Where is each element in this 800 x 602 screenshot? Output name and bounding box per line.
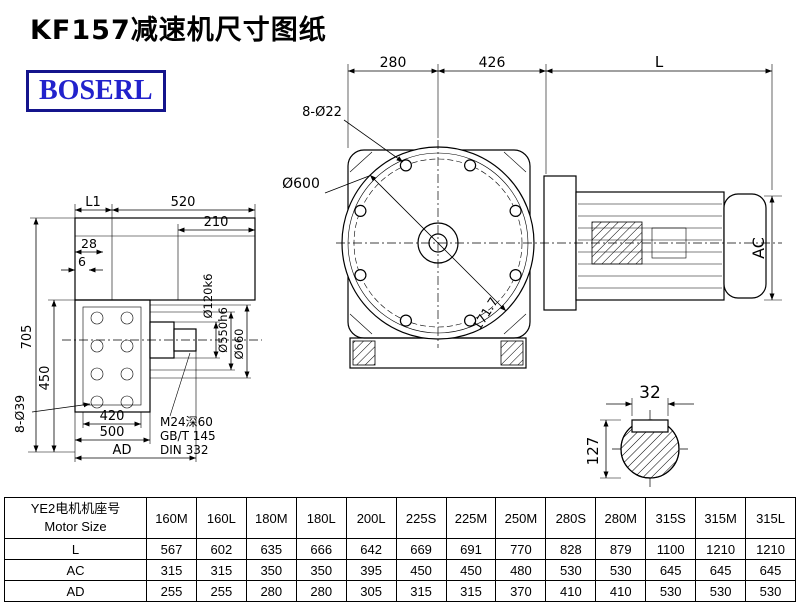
table-cell: 642	[345, 538, 397, 560]
row-label: AD	[4, 580, 147, 602]
dim-AD-label: AD	[113, 443, 132, 458]
column-header: 280S	[545, 497, 597, 539]
dim-L-label: L	[655, 53, 664, 71]
column-header: 250M	[495, 497, 547, 539]
table-cell: 666	[295, 538, 347, 560]
dim-28-label: 28	[81, 236, 97, 251]
table-cell: 879	[595, 538, 647, 560]
brand-logo: BOSERL	[26, 70, 166, 112]
dim-520-label: 520	[171, 195, 196, 210]
table-cell: 450	[395, 559, 447, 581]
column-header: 160M	[146, 497, 197, 539]
table-cell: 645	[745, 559, 796, 581]
table-row-AC: AC 315 315 350 350 395 450 450 480 530 5…	[4, 559, 796, 581]
column-header: 200L	[345, 497, 397, 539]
row-label: L	[4, 538, 147, 560]
dim-705-label: 705	[20, 325, 35, 350]
dim-280-label: 280	[380, 55, 407, 71]
table-cell: 602	[195, 538, 247, 560]
table-cell: 395	[345, 559, 397, 581]
table-cell: 669	[395, 538, 447, 560]
shaft-end-view: 32 127	[584, 383, 694, 488]
table-cell: 691	[445, 538, 497, 560]
table-header-en: Motor Size	[44, 519, 107, 534]
dim-500-label: 500	[100, 425, 125, 440]
table-cell: 1210	[695, 538, 747, 560]
column-header: 225S	[395, 497, 447, 539]
table-cell: 530	[695, 580, 747, 602]
note-m24-label: M24深60	[160, 415, 213, 429]
table-header-motor-size: YE2电机机座号 Motor Size	[4, 497, 147, 539]
table-cell: 255	[146, 580, 197, 602]
column-header: 180M	[245, 497, 297, 539]
motor-size-table-wrap: YE2电机机座号 Motor Size 160M 160L 180M 180L …	[4, 497, 796, 602]
table-cell: 410	[545, 580, 597, 602]
table-cell: 370	[495, 580, 547, 602]
table-cell: 530	[645, 580, 697, 602]
column-header: 180L	[295, 497, 347, 539]
table-row-AD: AD 255 255 280 280 305 315 315 370 410 4…	[4, 580, 796, 602]
dim-6-label: 6	[78, 254, 86, 269]
dim-32-label: 32	[639, 383, 661, 403]
table-cell: 567	[146, 538, 197, 560]
dim-450-label: 450	[38, 366, 53, 391]
column-header: 280M	[595, 497, 647, 539]
bolt-callout-label: 8-Ø22	[302, 105, 342, 120]
table-cell: 530	[545, 559, 597, 581]
table-cell: 770	[495, 538, 547, 560]
table-header-row: YE2电机机座号 Motor Size 160M 160L 180M 180L …	[4, 497, 796, 539]
column-header: 315M	[695, 497, 747, 539]
table-cell: 1100	[645, 538, 697, 560]
column-header: 225M	[445, 497, 497, 539]
dia-660-label: Ø660	[232, 328, 246, 359]
dim-426-label: 426	[479, 55, 506, 71]
page-title: KF157减速机尺寸图纸	[30, 15, 327, 46]
table-cell: 255	[195, 580, 247, 602]
table-cell: 315	[195, 559, 247, 581]
table-cell: 450	[445, 559, 497, 581]
table-cell: 635	[245, 538, 297, 560]
column-header: 315L	[745, 497, 796, 539]
bolt-callout-side-label: 8-Ø39	[12, 395, 27, 433]
table-row-L: L 567 602 635 666 642 669 691 770 828 87…	[4, 538, 796, 560]
column-header: 315S	[645, 497, 697, 539]
motor-size-table: YE2电机机座号 Motor Size 160M 160L 180M 180L …	[4, 497, 796, 602]
column-header: 160L	[195, 497, 247, 539]
dim-210-label: 210	[204, 215, 229, 230]
dim-420-label: 420	[100, 409, 125, 424]
dim-127-label: 127	[584, 437, 602, 466]
table-cell: 315	[395, 580, 447, 602]
table-cell: 645	[695, 559, 747, 581]
table-cell: 530	[595, 559, 647, 581]
table-cell: 530	[745, 580, 796, 602]
dia-550h6-label: Ø550h6	[216, 307, 230, 353]
note-din-label: DIN 332	[160, 443, 208, 457]
dim-L1-label: L1	[85, 195, 101, 210]
table-cell: 305	[345, 580, 397, 602]
front-view	[336, 140, 782, 369]
table-cell: 350	[295, 559, 347, 581]
table-cell: 410	[595, 580, 647, 602]
table-cell: 315	[146, 559, 197, 581]
table-header-cn: YE2电机机座号	[30, 501, 121, 516]
side-view-dimensions: L1 520 210 28 6 705 450 8-Ø39 420 500 AD	[12, 195, 256, 462]
table-cell: 828	[545, 538, 597, 560]
table-cell: 350	[245, 559, 297, 581]
table-cell: 280	[295, 580, 347, 602]
table-cell: 645	[645, 559, 697, 581]
table-cell: 480	[495, 559, 547, 581]
table-cell: 280	[245, 580, 297, 602]
dia-120k6-label: Ø120k6	[201, 274, 215, 319]
note-gbt-label: GB/T 145	[160, 429, 216, 443]
table-cell: 315	[445, 580, 497, 602]
table-cell: 1210	[745, 538, 796, 560]
diameter-600-label: Ø600	[282, 176, 320, 192]
dim-AC-label: AC	[749, 237, 768, 259]
row-label: AC	[4, 559, 147, 581]
